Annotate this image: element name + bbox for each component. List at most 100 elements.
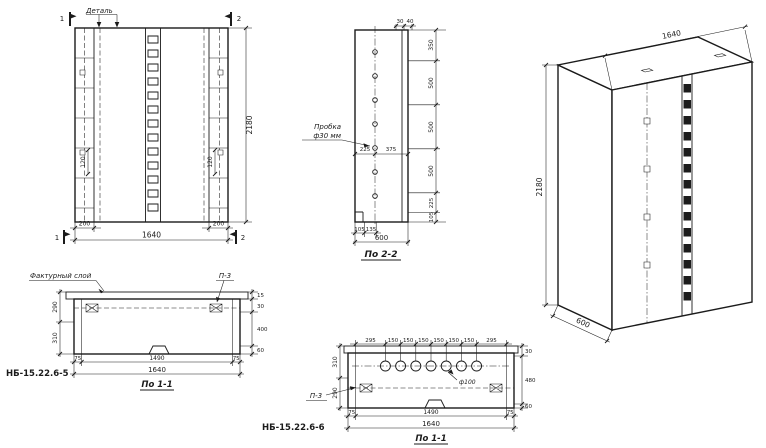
p2-left-dim-1: 310 (332, 356, 339, 368)
p2-top-dim-6: 150 (449, 338, 460, 344)
iso-dim-width: 1640 (661, 28, 682, 41)
p1-bottom-dim-3: 75 (233, 356, 240, 362)
facing-label-leader (29, 280, 105, 292)
facing-leader-arrow (98, 288, 104, 294)
section-mark-2-top: 2 (237, 15, 241, 23)
dim-embed-left: 120 (80, 156, 87, 168)
p1-left-dim-2: 310 (52, 332, 59, 344)
shear-keys (359, 383, 503, 393)
plug-hole (372, 73, 378, 79)
shear-keys (85, 303, 223, 313)
plug-leader-arrow (363, 143, 370, 148)
plan-section-1-1-right: ф100 П-3 295 150 150 150 150 150 150 295… (262, 338, 536, 445)
p1-dim-ticks (57, 289, 255, 377)
p2-top-dim-8: 295 (486, 338, 497, 344)
s22-top-dim-1: 30 (397, 19, 404, 25)
bottom-step (355, 211, 364, 222)
rib-boundary-lines (355, 353, 507, 408)
p2-title: По 1-1 (415, 434, 446, 444)
p2-top-dim-3: 150 (403, 338, 414, 344)
dowel-channel-lines (145, 28, 161, 222)
hole-label-leader (447, 371, 458, 381)
key-callout-label: П-3 (219, 272, 231, 280)
axonometric-view: 1640 2180 600 (535, 24, 755, 344)
plug-hole (372, 193, 378, 199)
p1-bottom-dim-2: 1490 (149, 355, 164, 362)
p2-dim-lines (336, 340, 528, 432)
s22-bottom-dim-2: 135 (366, 227, 377, 233)
iso-lifting-loops (640, 53, 727, 73)
s22-dim-ticks (352, 23, 439, 245)
dim-panel-width: 1640 (142, 231, 161, 240)
dowel-pockets (147, 35, 159, 212)
anchor-marks (79, 69, 224, 156)
iso-channel-lines (681, 74, 693, 316)
s22-width-dim: 600 (375, 234, 388, 242)
rib-inner-edges (93, 28, 210, 222)
p2-bottom-dim-2: 1490 (423, 409, 438, 416)
section-mark-1-top: 1 (60, 15, 64, 23)
section-2-2-view: Пробка ф30 мм 30 40 350 500 500 500 225 … (302, 19, 446, 261)
bottom-notch (424, 399, 446, 409)
plug-hole (372, 169, 378, 175)
plug-hole (372, 121, 378, 127)
plug-hole (372, 97, 378, 103)
p2-top-dim-5: 150 (433, 338, 444, 344)
detail-callout-leader (86, 14, 118, 22)
section-cut-strokes (63, 12, 237, 244)
iso-left-face (557, 63, 613, 332)
p1-right-dim-4: 60 (257, 348, 264, 354)
p2-bottom-dim-1: 75 (348, 410, 355, 416)
p1-product-label: НБ-15.22.6-5 (6, 369, 69, 379)
p2-dim-ticks (337, 341, 525, 431)
p2-bottom-dim-3: 75 (507, 410, 514, 416)
p1-left-dim-1: 290 (52, 301, 59, 313)
p2-right-dim-3: 60 (525, 404, 532, 410)
s22-right-dim-1: 350 (428, 39, 435, 51)
key-leader-arrow (349, 386, 356, 391)
p1-title: По 1-1 (141, 380, 172, 390)
rib-tick-lines (75, 57, 228, 209)
p2-left-dim-2: 290 (332, 387, 339, 399)
dim-panel-height: 2180 (245, 115, 254, 134)
facing-layer-strip (65, 291, 249, 300)
iso-dim-height: 2180 (535, 177, 544, 196)
p2-top-dim-4: 150 (418, 338, 429, 344)
section-mark-1-bottom: 1 (55, 234, 59, 242)
p1-dim-lines (56, 289, 258, 378)
s22-inner-dim-2: 375 (386, 147, 397, 153)
s22-right-dim-3: 500 (428, 121, 435, 133)
front-dim-ticks (72, 25, 249, 243)
dim-embed-right: 120 (207, 156, 214, 168)
s22-dim-lines (351, 24, 446, 246)
iso-dim-lines (542, 25, 753, 343)
p2-right-dim-1: 30 (525, 349, 532, 355)
p1-right-dim-2: 30 (257, 304, 264, 310)
iso-dim-ticks (543, 24, 748, 344)
p2-top-dim-1: 295 (365, 338, 376, 344)
iso-dowel-squares (683, 84, 691, 301)
facing-layer-label: Фактурный слой (30, 272, 92, 280)
p2-top-dim-2: 150 (388, 338, 399, 344)
hole-leader-arrow (448, 369, 454, 375)
s22-right-dim-4: 500 (428, 165, 435, 177)
section-mark-2-bottom: 2 (241, 234, 245, 242)
plan-section-1-1-left: Фактурный слой П-3 290 310 15 30 400 60 … (6, 272, 268, 391)
s22-top-dim-2: 40 (407, 19, 414, 25)
iso-anchor-squares (643, 117, 651, 269)
plan-body (347, 352, 515, 409)
detail-callout-label: Деталь (85, 7, 113, 15)
front-dim-lines (70, 27, 252, 244)
s22-bottom-dim-1: 105 (354, 227, 365, 233)
p2-top-dim-7: 150 (464, 338, 475, 344)
dim-rib-right: 200 (213, 221, 225, 228)
plug-hole (372, 49, 378, 55)
section-outline (354, 29, 409, 223)
p2-total-dim: 1640 (422, 420, 440, 428)
bottom-notch (148, 345, 170, 355)
s22-inner-dim-1: 225 (360, 147, 371, 153)
hole-diameter-label: ф100 (459, 379, 476, 386)
key-leader-arrow (216, 296, 220, 302)
p2-product-label: НБ-15.22.6-6 (262, 423, 325, 433)
